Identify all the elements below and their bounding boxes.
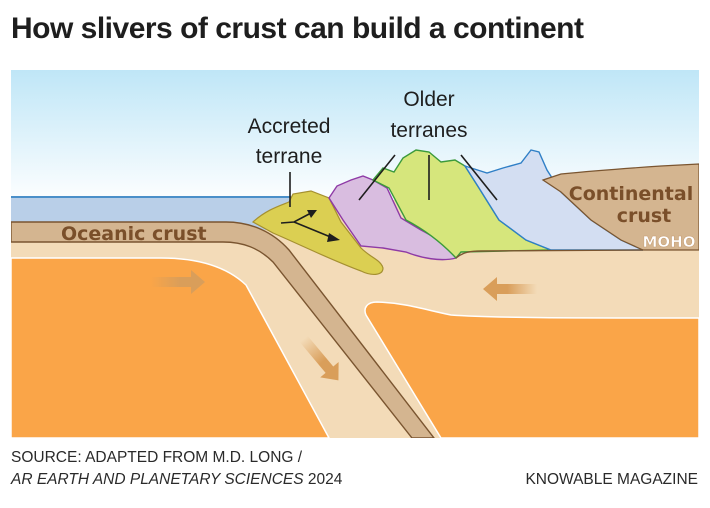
label-older-line1: Older [403,88,454,111]
source-journal: AR EARTH AND PLANETARY SCIENCES [11,471,304,488]
source-line-2: AR EARTH AND PLANETARY SCIENCES 2024 [11,471,342,489]
terrane-motion-arrows [280,212,334,239]
source-year: 2024 [303,471,343,488]
leader-older-1 [358,154,396,201]
motion-arrow-down-right [299,335,339,381]
arrowhead-up [307,210,317,218]
continental-crust [541,163,699,251]
motion-arrow-left [483,277,537,301]
label-oceanic-crust: Oceanic crust [61,223,207,245]
asthenosphere-left [11,257,330,438]
label-moho: MOHO [643,233,696,251]
label-continental-line2: crust [617,205,672,227]
label-accreted-line2: terrane [256,145,323,168]
label-older-line2: terranes [390,119,467,142]
figure-title: How slivers of crust can build a contine… [11,12,584,45]
leader-older-3 [460,154,498,201]
older-terrane-green [371,149,552,260]
arrowhead-down [327,233,340,242]
credit: KNOWABLE MAGAZINE [525,471,698,488]
label-accreted-line1: Accreted [248,115,331,138]
label-continental-line1: Continental [569,183,693,205]
subduction-diagram: Accreted terrane Older terranes Oceanic … [11,70,699,438]
moho-line [455,249,644,259]
oceanic-crust-slab [11,221,435,438]
source-line-1: SOURCE: ADAPTED FROM M.D. LONG / [11,449,303,466]
asthenosphere-right [364,301,699,438]
motion-arrow-right [151,270,205,294]
